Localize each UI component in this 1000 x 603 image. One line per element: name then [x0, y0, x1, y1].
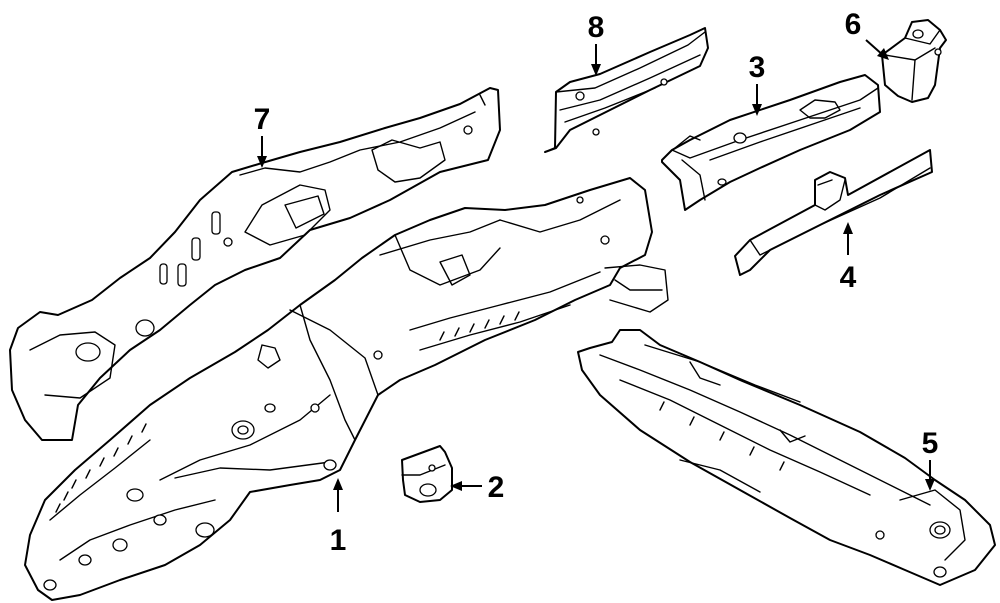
arrowhead-1: [333, 478, 343, 490]
callout-2: 2: [488, 471, 505, 504]
callout-3: 3: [749, 51, 766, 84]
arrowhead-8: [591, 64, 601, 76]
part-4-lower-rail[interactable]: [734, 149, 933, 276]
part-3-reinforcement[interactable]: [661, 74, 881, 211]
part-5-floor-panel[interactable]: [577, 329, 996, 586]
arrowhead-6: [877, 48, 889, 60]
arrowhead-7: [257, 156, 267, 168]
part-2-small-bracket[interactable]: [401, 445, 453, 503]
callout-6: 6: [845, 8, 862, 41]
callout-5: 5: [922, 427, 939, 460]
callout-arrows: [257, 39, 935, 512]
arrowhead-3: [752, 104, 762, 116]
callout-1: 1: [330, 524, 347, 557]
part-8-upper-rail[interactable]: [544, 27, 709, 153]
callout-8: 8: [588, 11, 605, 44]
arrowhead-4: [843, 222, 853, 234]
part-1-front-side-member[interactable]: [24, 177, 669, 601]
callout-7: 7: [254, 103, 271, 136]
callout-4: 4: [840, 261, 857, 294]
part-7-wheelhouse-panel[interactable]: [9, 87, 501, 441]
part-6-bracket[interactable]: [881, 19, 947, 103]
arrowhead-2: [450, 481, 462, 491]
arrowhead-5: [925, 479, 935, 491]
